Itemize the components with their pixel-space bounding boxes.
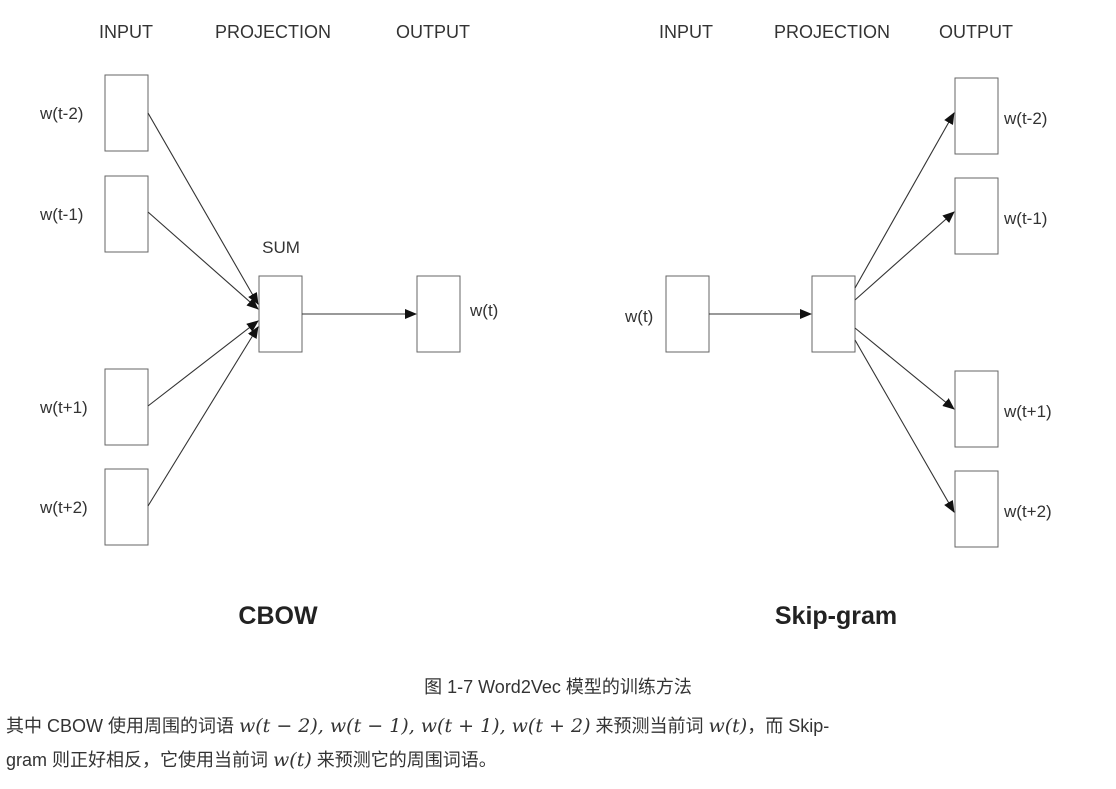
skipgram-edge-3 <box>854 327 955 410</box>
skipgram-input-label: w(t) <box>624 307 653 326</box>
skipgram-input-box <box>665 275 710 353</box>
skipgram-input-header: INPUT <box>659 22 713 42</box>
figure-caption: 图 1-7 Word2Vec 模型的训练方法 <box>424 677 692 697</box>
skipgram-output-label-3: w(t+1) <box>1003 402 1052 421</box>
skipgram-output-box-4 <box>954 470 999 548</box>
cbow-sum-label: SUM <box>262 238 300 257</box>
skipgram-edge-4 <box>854 339 955 513</box>
cbow-output-label: w(t) <box>469 301 498 320</box>
cbow-input-box-1 <box>104 74 149 152</box>
cbow-title: CBOW <box>238 602 318 630</box>
skipgram-output-label-1: w(t-2) <box>1003 109 1047 128</box>
skipgram-output-box-2 <box>954 177 999 255</box>
cbow-projection-box <box>258 275 303 353</box>
para-text-2a: gram 则正好相反，它使用当前词 <box>6 750 274 770</box>
skipgram-output-label-4: w(t+2) <box>1003 502 1052 521</box>
para-text-1b: 来预测当前词 <box>590 716 709 736</box>
para-text-1c: ，而 Skip- <box>747 716 830 736</box>
skipgram-edge-1 <box>854 112 955 289</box>
cbow-input-label-3: w(t+1) <box>39 398 88 417</box>
cbow-projection-header: PROJECTION <box>215 22 331 42</box>
cbow-input-label-2: w(t-1) <box>39 205 83 224</box>
math-current-word-2: w(t) <box>273 749 312 771</box>
skipgram-output-box-3 <box>954 370 999 448</box>
skipgram-edge-2 <box>854 211 955 301</box>
cbow-input-label-4: w(t+2) <box>39 498 88 517</box>
math-current-word-1: w(t) <box>708 715 748 737</box>
skipgram-projection-header: PROJECTION <box>774 22 890 42</box>
description-paragraph: 其中 CBOW 使用周围的词语 w(t − 2), w(t − 1), w(t … <box>6 709 1106 777</box>
cbow-input-label-1: w(t-2) <box>39 104 83 123</box>
cbow-output-header: OUTPUT <box>396 22 470 42</box>
cbow-model: INPUT PROJECTION OUTPUT w(t-2) w(t-1) w(… <box>39 22 498 630</box>
skipgram-output-header: OUTPUT <box>939 22 1013 42</box>
para-text-2b: 来预测它的周围词语。 <box>311 750 497 770</box>
cbow-output-box <box>416 275 461 353</box>
cbow-input-box-4 <box>104 468 149 546</box>
word2vec-diagram: INPUT PROJECTION OUTPUT w(t-2) w(t-1) w(… <box>39 22 1052 630</box>
para-text-1a: 其中 CBOW 使用周围的词语 <box>6 716 239 736</box>
math-context-words: w(t − 2), w(t − 1), w(t + 1), w(t + 2) <box>239 715 591 737</box>
cbow-input-box-3 <box>104 368 149 446</box>
cbow-edge-4 <box>147 326 259 507</box>
cbow-input-header: INPUT <box>99 22 153 42</box>
cbow-input-box-2 <box>104 175 149 253</box>
skipgram-output-label-2: w(t-1) <box>1003 209 1047 228</box>
skipgram-title: Skip-gram <box>775 602 897 630</box>
skipgram-model: INPUT PROJECTION OUTPUT w(t) w(t-2) w(t-… <box>624 22 1052 630</box>
cbow-edge-3 <box>147 320 259 407</box>
cbow-edge-1 <box>147 112 259 305</box>
cbow-edge-2 <box>147 211 259 310</box>
skipgram-projection-box <box>811 275 856 353</box>
skipgram-output-box-1 <box>954 77 999 155</box>
